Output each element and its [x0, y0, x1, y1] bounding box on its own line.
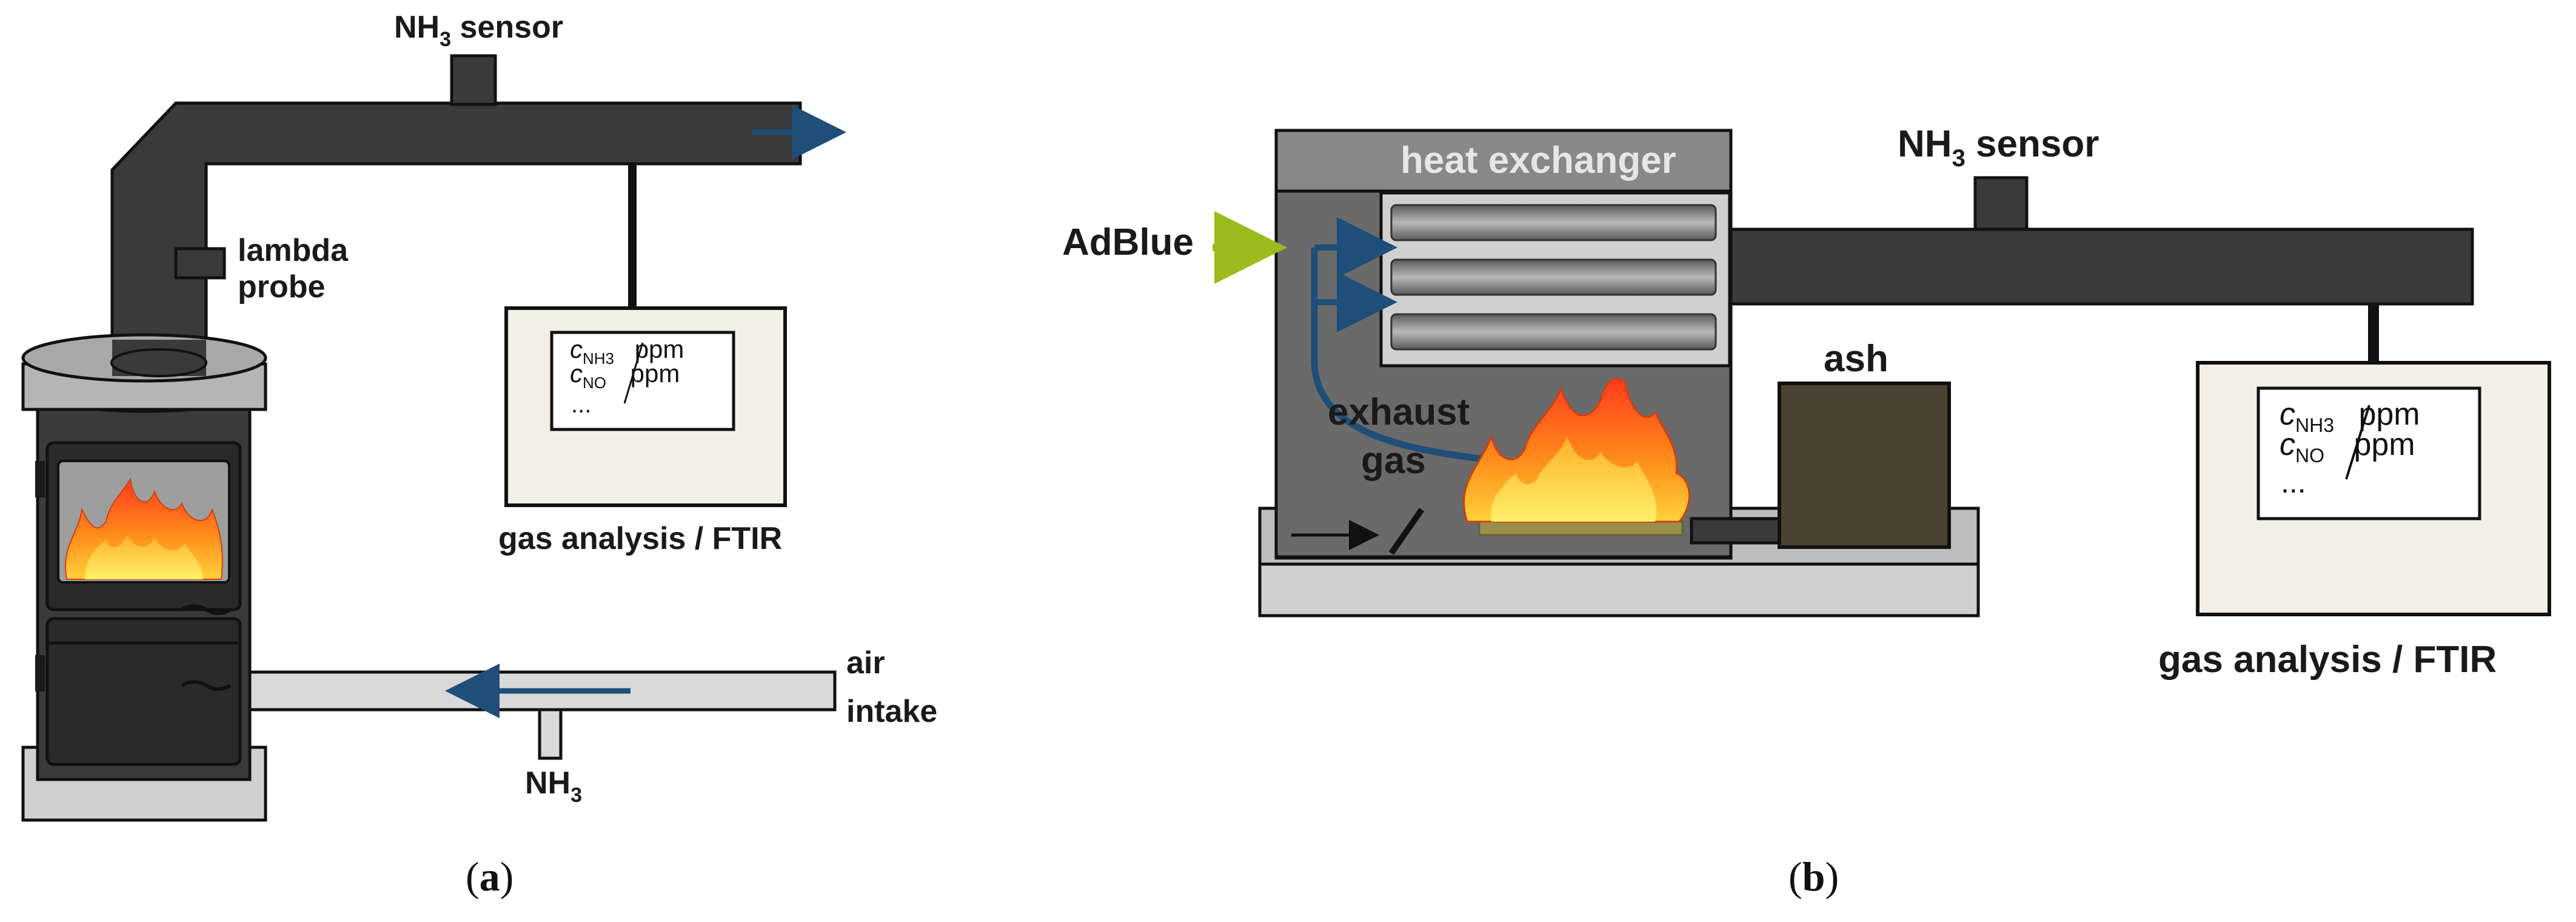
exhaust-flow-path — [1311, 247, 1507, 466]
nh3-sensor-a — [450, 54, 497, 106]
panel-b: heat exchanger AdBlue exhaust gas ash NH… — [1062, 123, 2551, 900]
chimney-base-ring — [110, 348, 207, 377]
lambda-probe — [174, 247, 226, 280]
fire-inner-b — [1491, 437, 1657, 522]
nh3-inlet-stub — [538, 708, 563, 760]
analyzer-a-line3: ... — [571, 391, 591, 418]
adblue-label: AdBlue — [1062, 221, 1194, 263]
analyzer-display-a — [550, 331, 735, 431]
stove-left-hinge — [35, 461, 45, 497]
door-handle-1 — [181, 604, 232, 615]
caption-a: (a) — [466, 853, 514, 900]
boiler-base — [1258, 562, 1980, 617]
lambda-label-line1: lambda — [238, 233, 349, 268]
exhaust-label-line1: exhaust — [1328, 391, 1470, 433]
analyzer-a-caption: gas analysis / FTIR — [498, 521, 782, 556]
air-flap — [1388, 508, 1425, 555]
door-handle-2 — [181, 680, 232, 691]
heat-exchanger-label: heat exchanger — [1400, 140, 1676, 181]
nh3-sensor-b — [1973, 176, 2029, 231]
grate — [1478, 520, 1684, 536]
analyzer-a-line1: cNH3 ppm — [570, 335, 684, 368]
analyzer-a-slash — [623, 342, 644, 404]
heat-exchanger-header — [1274, 129, 1733, 193]
stove-left-hinge-2 — [35, 655, 45, 692]
hx-tube-2 — [1390, 258, 1717, 296]
nh3-sensor-label-a: NH3 sensor — [394, 10, 563, 51]
stove-door-lower — [45, 617, 242, 766]
nh3-inlet-label: NH3 — [525, 766, 582, 807]
analyzer-b-slash — [2345, 405, 2370, 480]
analyzer-b-line3: ... — [2281, 465, 2306, 499]
analyzer-b-line2: cNO ppm — [2280, 427, 2415, 466]
exhaust-label-line2: gas — [1361, 440, 1426, 482]
analyzer-b-caption: gas analysis / FTIR — [2158, 639, 2497, 681]
ash-label: ash — [1824, 338, 1889, 380]
ash-connector — [1690, 517, 1781, 545]
analyzer-b-line1: cNH3 ppm — [2280, 397, 2420, 436]
hx-tube-3 — [1390, 313, 1717, 351]
air-intake-label-line2: intake — [846, 694, 937, 729]
nh3-sensor-label-b: NH3 sensor — [1898, 123, 2099, 172]
lambda-label-line2: probe — [238, 269, 325, 305]
hx-tube-1 — [1390, 204, 1717, 241]
analyzer-a-line2: cNO ppm — [570, 359, 680, 392]
ash-box — [1778, 382, 1951, 549]
caption-b: (b) — [1788, 853, 1839, 900]
panel-a: NH3 sensor lambda probe cNH3 ppm cNO ppm… — [21, 10, 937, 900]
air-intake-label-line1: air — [846, 645, 885, 681]
flue-pipe-b — [1729, 227, 2474, 306]
fire-inner-a — [85, 534, 203, 579]
